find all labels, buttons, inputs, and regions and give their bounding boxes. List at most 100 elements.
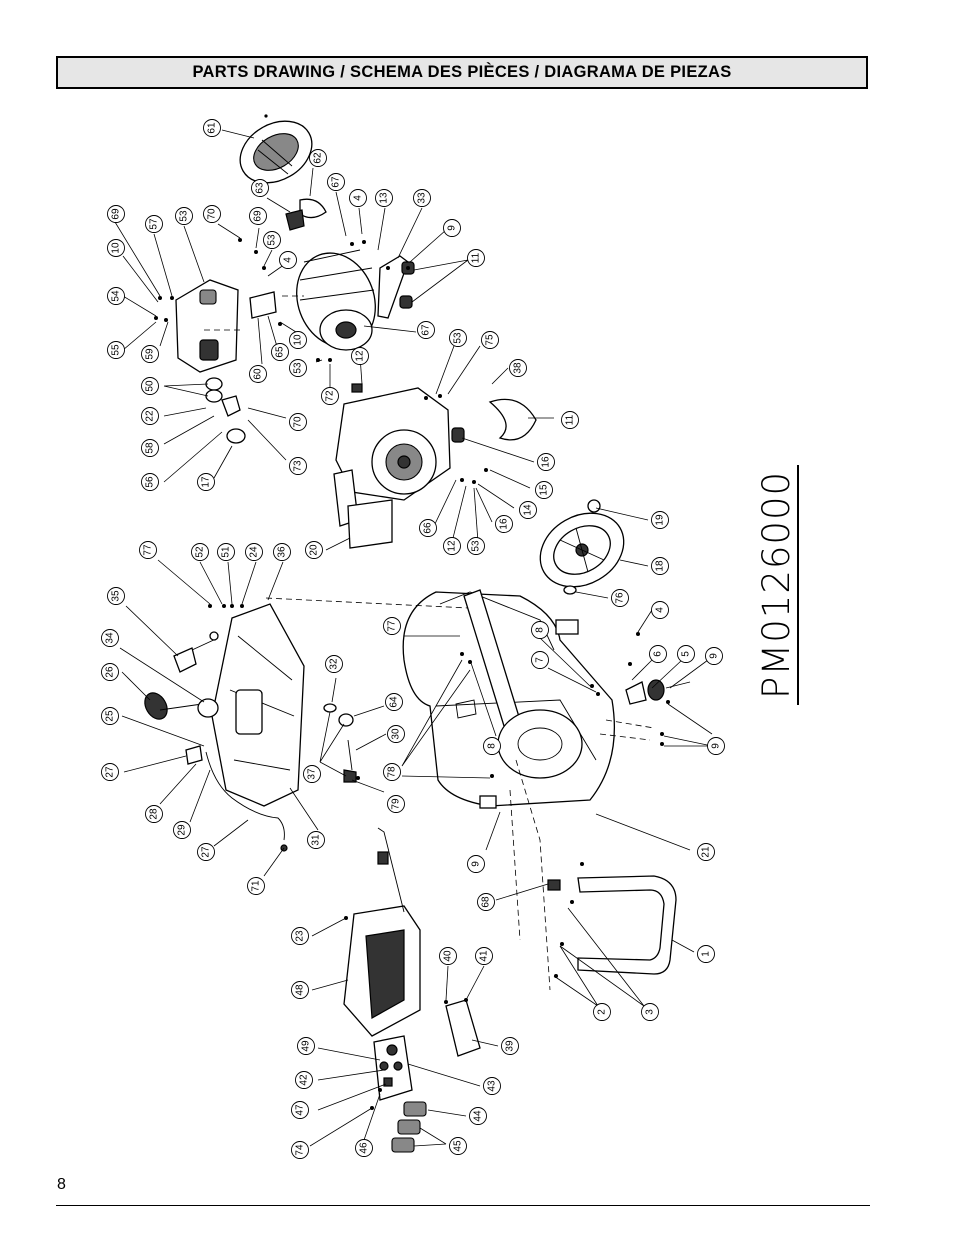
callout-bubble — [307, 831, 325, 849]
callout-number: 42 — [299, 1074, 310, 1086]
callout-13: 13 — [375, 189, 393, 207]
callout-60: 60 — [249, 365, 267, 383]
callout-11: 11 — [467, 249, 485, 267]
callout-bubble — [481, 331, 499, 349]
callout-bubble — [251, 179, 269, 197]
callout-bubble — [101, 663, 119, 681]
control-panel-shape — [373, 1035, 413, 1101]
callout-number: 40 — [443, 950, 454, 962]
callout-55: 55 — [107, 341, 125, 359]
callout-bubble — [303, 765, 321, 783]
callout-bubble — [467, 249, 485, 267]
callout-number: 78 — [387, 766, 398, 778]
callout-7: 7 — [531, 651, 549, 669]
callout-bubble — [651, 601, 669, 619]
callout-bubble — [263, 231, 281, 249]
callout-10: 10 — [289, 331, 307, 349]
callout-bubble — [321, 387, 339, 405]
callout-29: 29 — [173, 821, 191, 839]
callout-bubble — [107, 287, 125, 305]
callout-number: 51 — [221, 546, 232, 558]
callout-bubble — [197, 843, 215, 861]
callout-bubble — [383, 763, 401, 781]
callout-number: 14 — [523, 504, 534, 516]
page-number: 8 — [57, 1176, 66, 1193]
callout-number: 34 — [105, 632, 116, 644]
callout-number: 58 — [145, 442, 156, 454]
callout-4: 4 — [279, 251, 297, 269]
callout-bubble — [245, 543, 263, 561]
fan-guard-shape — [299, 198, 327, 219]
page-title-bar: PARTS DRAWING / SCHEMA DES PIÈCES / DIAG… — [56, 56, 868, 89]
fuel-tank-shape — [211, 603, 305, 807]
callout-53: 53 — [467, 537, 485, 555]
callout-bubble — [383, 617, 401, 635]
callout-number: 26 — [105, 666, 116, 678]
callout-bubble — [107, 587, 125, 605]
callout-8: 8 — [531, 621, 549, 639]
callout-1: 1 — [697, 945, 715, 963]
callout-number: 56 — [145, 476, 156, 488]
callout-72: 72 — [321, 387, 339, 405]
callout-number: 37 — [307, 768, 318, 780]
callout-number: 74 — [295, 1144, 306, 1156]
bracket-shape — [285, 209, 305, 231]
callout-38: 38 — [509, 359, 527, 377]
callout-number: 62 — [313, 152, 324, 164]
callout-48: 48 — [291, 981, 309, 999]
callout-number: 16 — [499, 518, 510, 530]
model-number: PM0126000 — [755, 464, 799, 705]
callout-number: 21 — [701, 846, 712, 858]
callout-5: 5 — [677, 645, 695, 663]
callout-bubble — [273, 543, 291, 561]
callout-number: 53 — [179, 210, 190, 222]
callout-number: 79 — [391, 798, 402, 810]
callout-bubble — [175, 207, 193, 225]
callout-21: 21 — [697, 843, 715, 861]
callout-bubble — [141, 407, 159, 425]
callout-bubble — [101, 763, 119, 781]
callout-6: 6 — [649, 645, 667, 663]
callout-59: 59 — [141, 345, 159, 363]
callout-number: 57 — [149, 218, 160, 230]
callout-bubble — [107, 205, 125, 223]
callout-15: 15 — [535, 481, 553, 499]
callout-76: 76 — [611, 589, 629, 607]
callout-bubble — [295, 1071, 313, 1089]
callout-number: 72 — [325, 390, 336, 402]
callout-number: 50 — [145, 380, 156, 392]
callout-number: 2 — [597, 1009, 608, 1015]
callout-32: 32 — [325, 655, 343, 673]
callout-number: 53 — [293, 362, 304, 374]
callout-70: 70 — [289, 413, 307, 431]
callout-number: 17 — [201, 476, 212, 488]
callout-58: 58 — [141, 439, 159, 457]
callout-number: 36 — [277, 546, 288, 558]
callout-62: 62 — [309, 149, 327, 167]
callout-number: 49 — [301, 1040, 312, 1052]
callout-number: 19 — [655, 514, 666, 526]
callout-number: 27 — [105, 766, 116, 778]
callout-bubble — [677, 645, 695, 663]
callout-bubble — [197, 473, 215, 491]
callout-31: 31 — [307, 831, 325, 849]
wheel-shape — [539, 512, 625, 588]
callout-bubble — [101, 707, 119, 725]
callout-bubble — [297, 1037, 315, 1055]
callout-bubble — [641, 1003, 659, 1021]
callout-number: 4 — [655, 607, 666, 613]
engine-shape — [333, 383, 451, 549]
callout-number: 64 — [389, 696, 400, 708]
callout-bubble — [107, 239, 125, 257]
callout-40: 40 — [439, 947, 457, 965]
callout-bubble — [443, 219, 461, 237]
callout-bubble — [449, 1137, 467, 1155]
callout-bubble — [291, 981, 309, 999]
callout-4: 4 — [349, 189, 367, 207]
callout-bubble — [291, 1141, 309, 1159]
callout-37: 37 — [303, 765, 321, 783]
callout-number: 12 — [355, 350, 366, 362]
callout-bubble — [697, 843, 715, 861]
callout-53: 53 — [289, 359, 307, 377]
callout-bubble — [271, 343, 289, 361]
